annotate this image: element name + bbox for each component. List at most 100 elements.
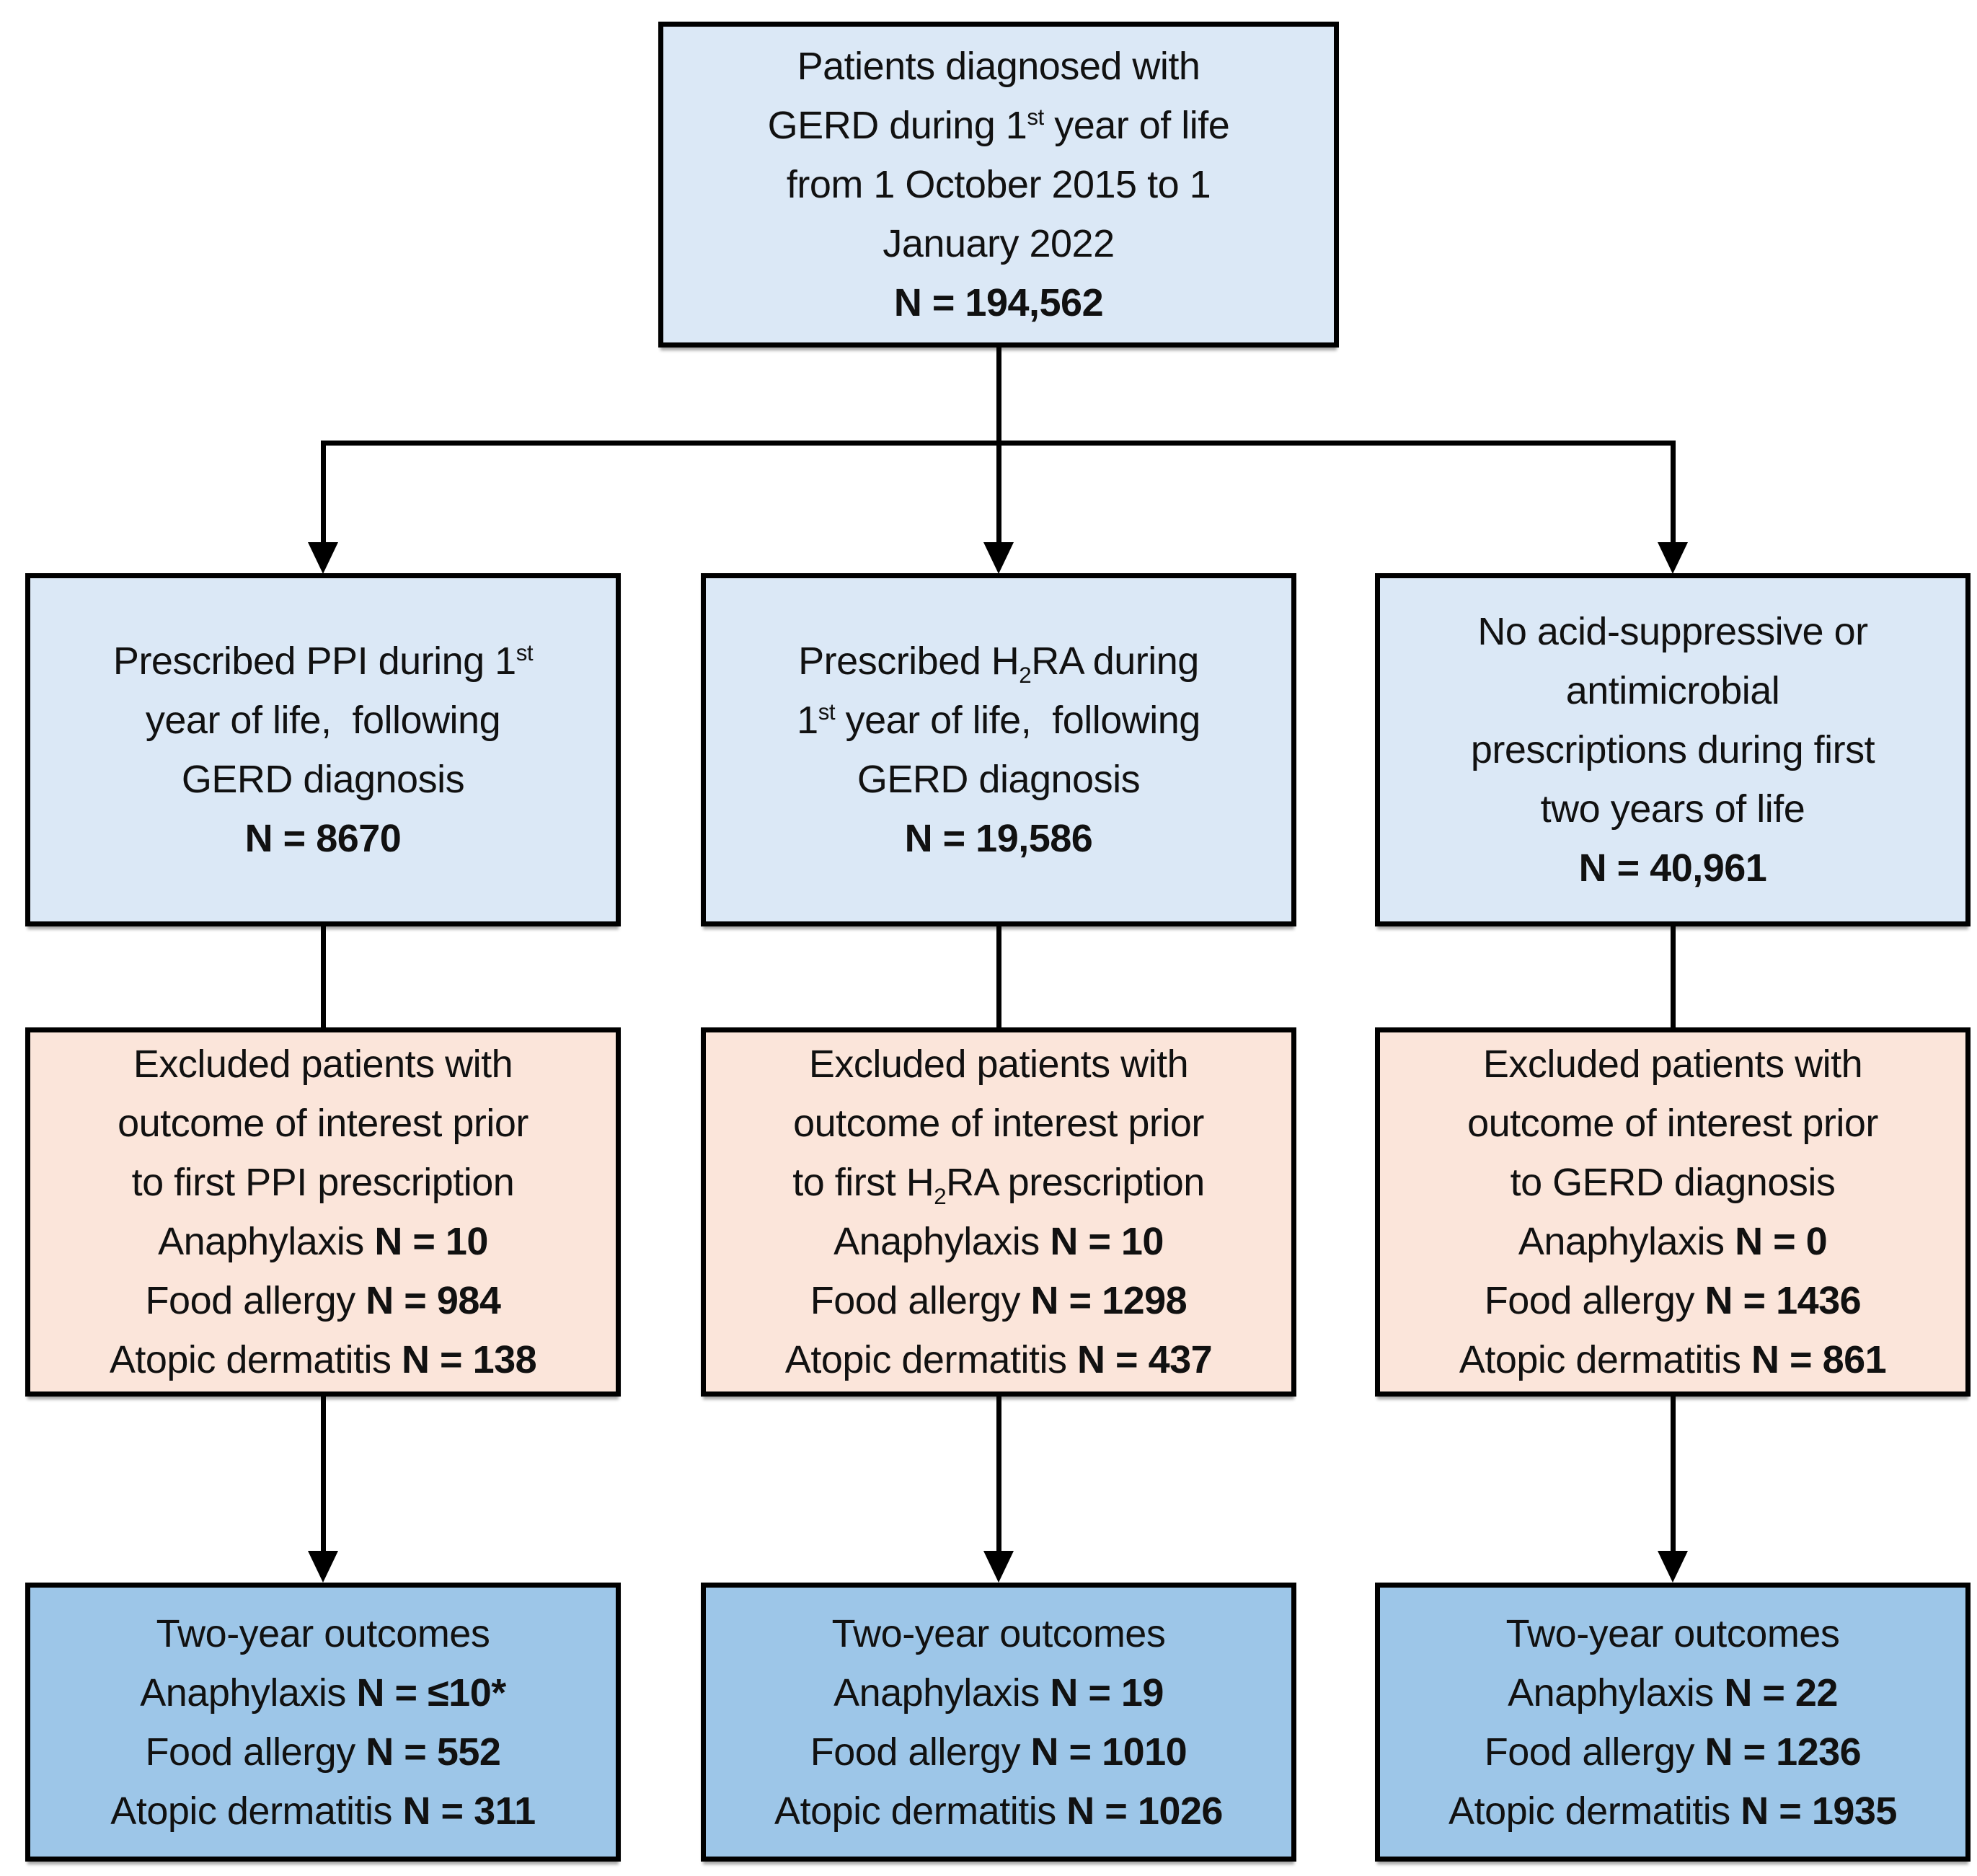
excluded-item-n: N = 861 — [1751, 1338, 1887, 1381]
cohort-text-line: No acid-suppressive or — [1477, 610, 1868, 653]
box-ppi-excluded: Excluded patients with outcome of intere… — [25, 1027, 621, 1397]
arrow-stem-to-h2ra-outcomes — [996, 1397, 1001, 1552]
outcome-item-label: Food allergy — [145, 1730, 356, 1774]
box-ppi-cohort: Prescribed PPI during 1st year of life, … — [25, 573, 621, 926]
excluded-item-n: N = 1436 — [1704, 1279, 1862, 1322]
box-control-excluded: Excluded patients with outcome of intere… — [1375, 1027, 1971, 1397]
arrow-stem-to-ppi-outcomes — [321, 1397, 326, 1552]
outcome-item-label: Atopic dermatitis — [1449, 1789, 1730, 1833]
connector-ppi-to-excluded — [321, 926, 326, 1027]
cohort-text-line: prescriptions during first — [1470, 728, 1875, 771]
excluded-item-label: Atopic dermatitis — [1459, 1338, 1741, 1381]
outcome-item-n: N = 1010 — [1030, 1730, 1187, 1774]
outcome-item-label: Food allergy — [810, 1730, 1021, 1774]
arrow-down-ppi-outcomes-icon — [308, 1551, 338, 1583]
excluded-item-label: Atopic dermatitis — [784, 1338, 1067, 1381]
excluded-text-line: to first H2RA prescription — [792, 1161, 1205, 1209]
excluded-text-line: Excluded patients with — [1482, 1043, 1863, 1086]
cohort-n-value: N = 8670 — [244, 817, 402, 860]
arrow-down-control-outcomes-icon — [1658, 1551, 1688, 1583]
arrow-stem-to-control-cohort — [1671, 441, 1676, 544]
excluded-item-n: N = 10 — [374, 1220, 488, 1263]
excluded-item-n: N = 437 — [1077, 1338, 1213, 1381]
cohort-text-line: Prescribed PPI during 1st — [112, 640, 534, 683]
box-control-cohort: No acid-suppressive or antimicrobial pre… — [1375, 573, 1971, 926]
outcome-item-n: N = 19 — [1050, 1671, 1164, 1714]
population-text-line: from 1 October 2015 to 1 — [786, 163, 1211, 206]
cohort-text-line: year of life, following — [145, 699, 501, 742]
arrow-stem-to-h2ra-cohort — [996, 441, 1001, 544]
outcome-item-label: Anaphylaxis — [833, 1671, 1040, 1714]
population-text-line: Patients diagnosed with — [797, 45, 1200, 88]
excluded-item-label: Anaphylaxis — [158, 1220, 364, 1263]
connector-trunk-vline — [996, 348, 1001, 446]
excluded-item-label: Food allergy — [145, 1279, 356, 1322]
box-h2ra-cohort: Prescribed H2RA during 1st year of life,… — [701, 573, 1296, 926]
outcome-item-label: Anaphylaxis — [140, 1671, 346, 1714]
cohort-text-line: GERD diagnosis — [857, 758, 1141, 801]
arrow-down-ppi-cohort-icon — [308, 542, 338, 574]
outcome-item-n: N = ≤10* — [356, 1671, 507, 1714]
outcome-item-label: Food allergy — [1484, 1730, 1695, 1774]
excluded-text-line: outcome of interest prior — [793, 1102, 1204, 1145]
connector-h2ra-to-excluded — [996, 926, 1001, 1027]
excluded-item-label: Anaphylaxis — [833, 1220, 1040, 1263]
outcome-item-n: N = 552 — [366, 1730, 501, 1774]
box-top-population: Patients diagnosed with GERD during 1st … — [658, 22, 1339, 348]
cohort-text-line: Prescribed H2RA during — [798, 640, 1199, 688]
excluded-item-label: Atopic dermatitis — [109, 1338, 392, 1381]
connector-control-to-excluded — [1671, 926, 1676, 1027]
arrow-stem-to-control-outcomes — [1671, 1397, 1676, 1552]
cohort-text-line: 1st year of life, following — [797, 699, 1200, 742]
excluded-item-n: N = 0 — [1735, 1220, 1828, 1263]
excluded-item-n: N = 10 — [1050, 1220, 1164, 1263]
outcomes-title: Two-year outcomes — [156, 1611, 490, 1655]
arrow-down-h2ra-cohort-icon — [983, 542, 1014, 574]
excluded-text-line: to GERD diagnosis — [1510, 1161, 1836, 1204]
excluded-item-n: N = 1298 — [1030, 1279, 1187, 1322]
population-n-value: N = 194,562 — [893, 281, 1104, 324]
arrow-down-h2ra-outcomes-icon — [983, 1551, 1014, 1583]
excluded-text-line: outcome of interest prior — [118, 1102, 528, 1145]
arrow-down-control-cohort-icon — [1658, 542, 1688, 574]
population-text-line: January 2022 — [883, 222, 1115, 265]
population-text-line: GERD during 1st year of life — [767, 104, 1230, 147]
cohort-text-line: antimicrobial — [1565, 669, 1780, 712]
outcome-item-n: N = 1935 — [1741, 1789, 1897, 1833]
box-h2ra-excluded: Excluded patients with outcome of intere… — [701, 1027, 1296, 1397]
excluded-item-n: N = 984 — [366, 1279, 501, 1322]
outcome-item-n: N = 22 — [1724, 1671, 1838, 1714]
outcomes-title: Two-year outcomes — [831, 1611, 1166, 1655]
outcomes-title: Two-year outcomes — [1505, 1611, 1840, 1655]
excluded-item-label: Food allergy — [1484, 1279, 1695, 1322]
arrow-stem-to-ppi-cohort — [321, 441, 326, 544]
outcome-item-label: Atopic dermatitis — [110, 1789, 392, 1833]
outcome-item-n: N = 1026 — [1066, 1789, 1223, 1833]
excluded-item-label: Anaphylaxis — [1518, 1220, 1725, 1263]
cohort-n-value: N = 40,961 — [1578, 846, 1767, 890]
outcome-item-n: N = 1236 — [1704, 1730, 1862, 1774]
excluded-item-n: N = 138 — [402, 1338, 537, 1381]
excluded-text-line: outcome of interest prior — [1467, 1102, 1878, 1145]
excluded-text-line: Excluded patients with — [808, 1043, 1189, 1086]
excluded-item-label: Food allergy — [810, 1279, 1021, 1322]
